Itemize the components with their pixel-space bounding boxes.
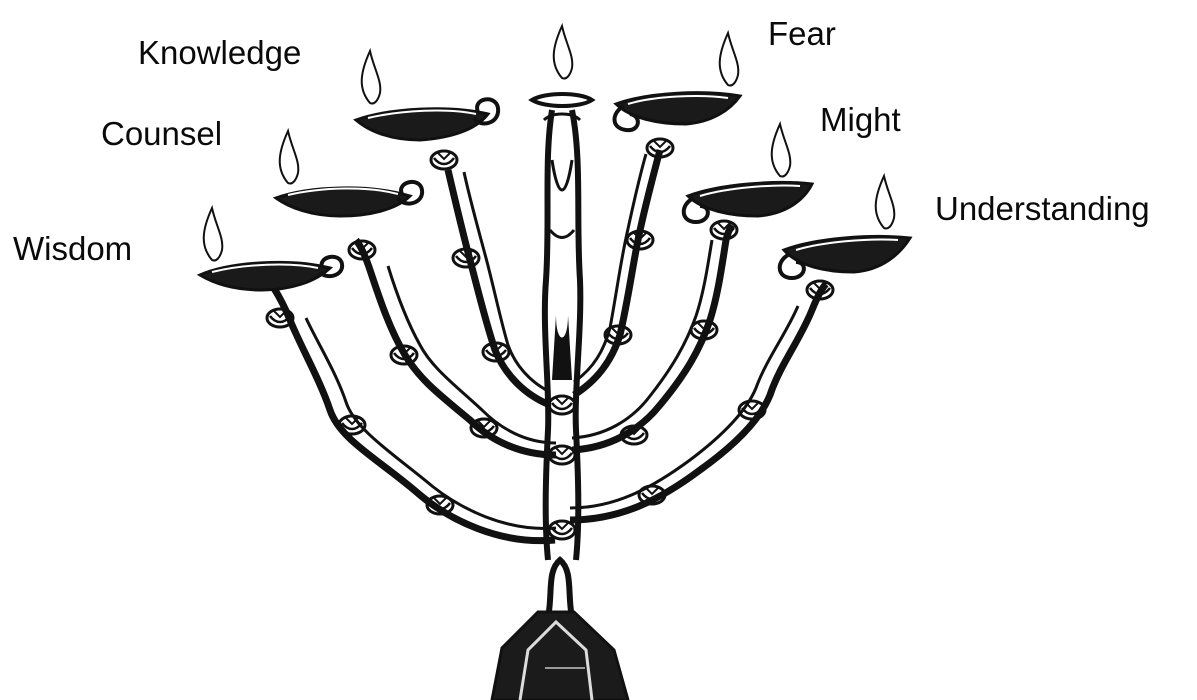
branch-wisdom <box>267 285 556 541</box>
label-fear: Fear <box>768 17 836 50</box>
lamp-knowledge <box>356 51 498 140</box>
branch-fear <box>574 139 673 395</box>
lamp-fear <box>615 33 741 130</box>
branch-understanding <box>570 281 833 520</box>
branch-counsel <box>349 240 556 455</box>
label-knowledge: Knowledge <box>138 36 301 69</box>
lamp-counsel <box>276 131 422 216</box>
branch-knowledge <box>431 151 550 405</box>
label-understanding: Understanding <box>935 192 1150 225</box>
lamp-wisdom <box>200 208 342 290</box>
branch-might <box>572 221 737 450</box>
label-counsel: Counsel <box>101 117 222 150</box>
label-wisdom: Wisdom <box>13 232 132 265</box>
label-might: Might <box>820 103 901 136</box>
central-shaft <box>532 26 592 560</box>
lampstand-base <box>492 560 628 700</box>
lamp-might <box>684 124 812 222</box>
